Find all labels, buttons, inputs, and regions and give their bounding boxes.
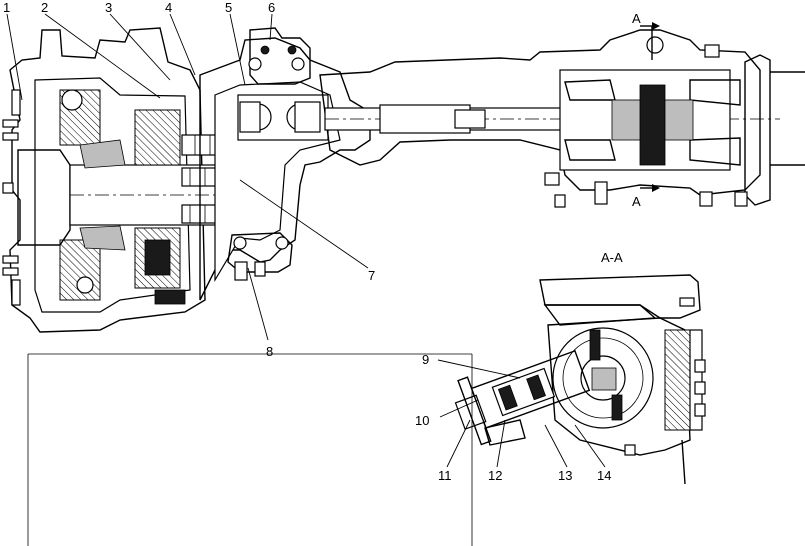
section-a-a-view: A-A [454,250,706,485]
aa-bracket [484,419,526,446]
reduction-housing [199,37,371,301]
aa-input-shaft [454,349,591,446]
section-mark-top: A [632,11,660,60]
callout-9: 9 [422,352,429,367]
detail-frame [27,353,473,546]
bolt-head-top [61,89,83,111]
section-letter-bottom: A [632,194,641,209]
leader-lines [6,13,606,468]
callout-7: 7 [368,268,375,283]
callout-3: 3 [105,0,112,15]
section-mark-bottom: A [632,184,660,209]
callout-1: 1 [3,0,10,15]
aa-upper-housing [539,274,701,319]
wheel-flange [17,149,71,246]
callout-14: 14 [597,468,611,483]
callout-10: 10 [415,413,429,428]
callout-13: 13 [558,468,572,483]
wheel-studs [2,89,21,306]
diff-mount-bolts [544,172,748,208]
bearing-left-upper [79,139,126,169]
diff-bevel-gear [639,84,666,166]
lower-pivot-mount [227,232,293,273]
carrier-plate [144,239,171,276]
right-housing-tail [744,54,771,206]
callout-12: 12 [488,468,502,483]
callout-11: 11 [438,468,452,483]
aa-cover-bolts [624,297,706,456]
callout-2: 2 [41,0,48,15]
section-letter-top: A [632,11,641,26]
planet-gear-upper [134,109,181,166]
callout-4: 4 [165,0,172,15]
section-title: A-A [601,250,623,265]
callout-labels: 1 2 3 4 5 6 7 8 9 10 11 12 13 14 [3,0,611,483]
main-assembly-section: A A [2,11,805,333]
callout-6: 6 [268,0,275,15]
bolt-head-lower [76,276,94,294]
bearing-left-lower [79,225,126,251]
aa-diff-body [547,317,691,456]
callout-8: 8 [266,344,273,359]
callout-5: 5 [225,0,232,15]
axle-tube [319,29,761,196]
upper-pivot-mount [249,27,311,85]
aa-side-cover [664,329,691,431]
